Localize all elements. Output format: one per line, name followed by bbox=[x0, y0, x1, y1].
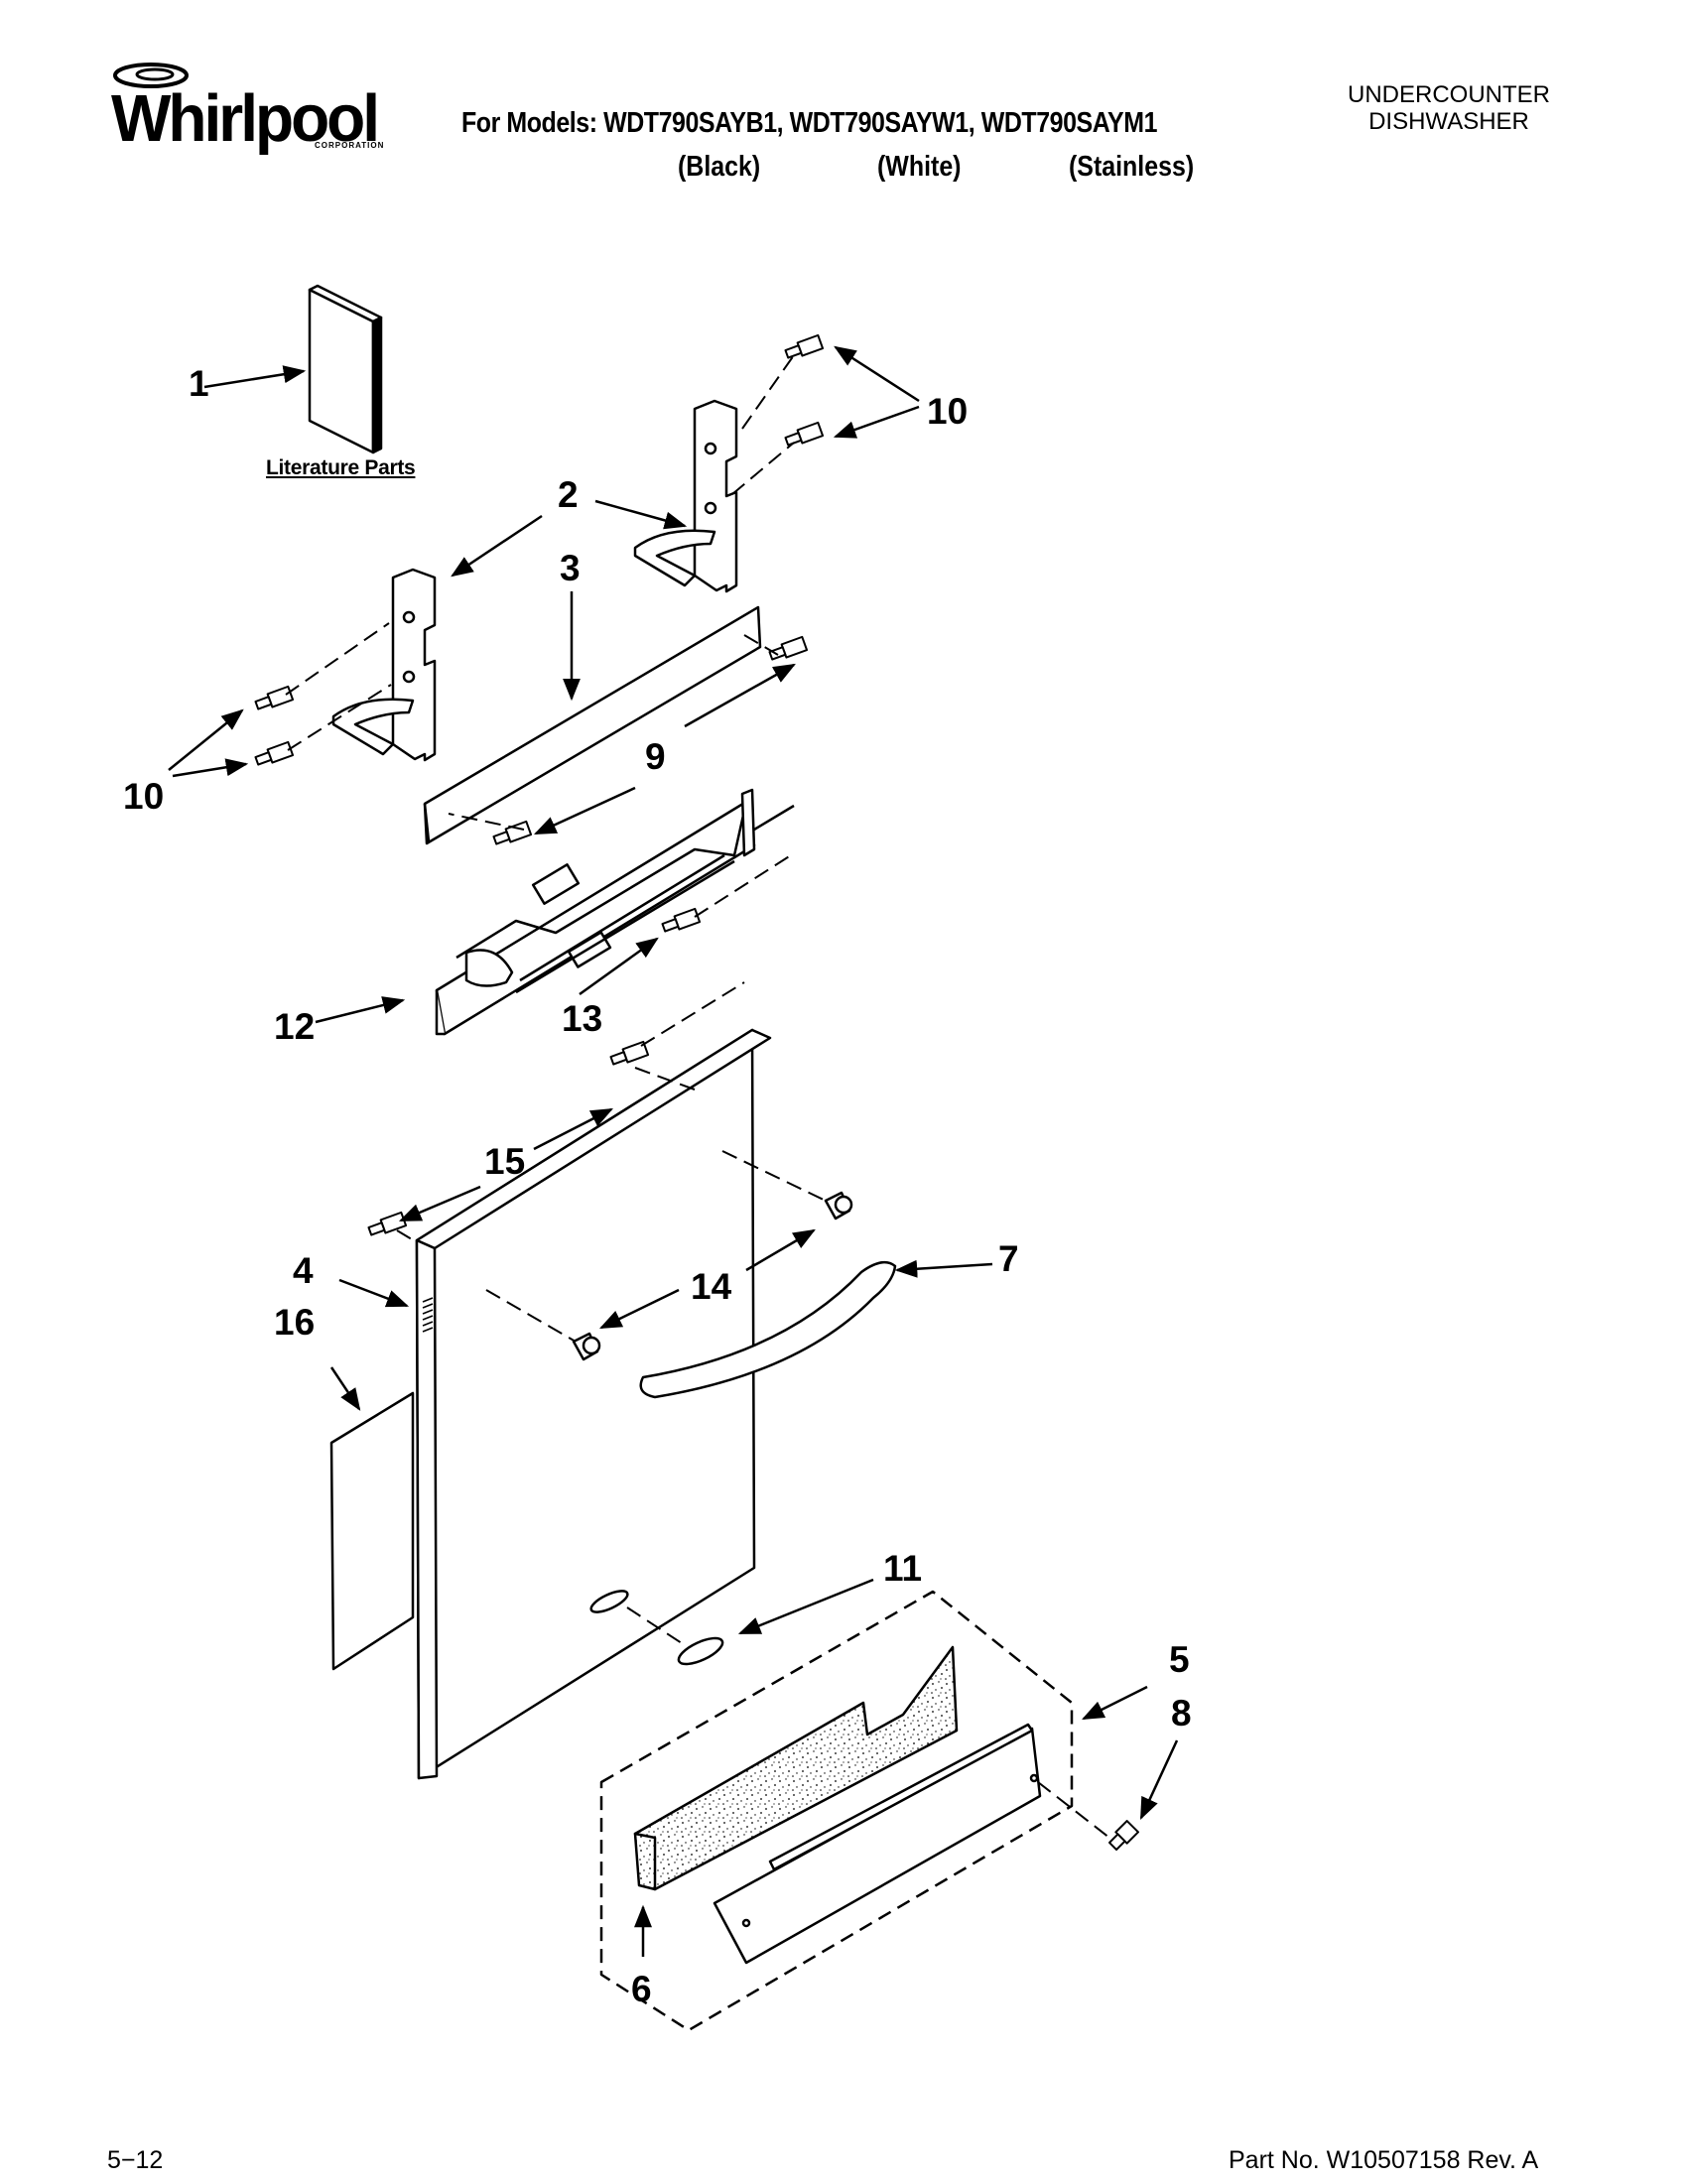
door-bracket-left bbox=[331, 568, 437, 762]
callout-10-top: 10 bbox=[927, 391, 969, 432]
finish-black: (Black) bbox=[678, 151, 761, 183]
logo-swirl-icon bbox=[113, 63, 189, 88]
finish-white: (White) bbox=[877, 151, 962, 183]
handle-caps bbox=[572, 1191, 853, 1361]
callout-7: 7 bbox=[998, 1238, 1019, 1279]
callout-10-left: 10 bbox=[123, 776, 165, 817]
callout-15: 15 bbox=[484, 1141, 526, 1182]
gasket bbox=[677, 1636, 724, 1666]
brand-name: Whirlpool bbox=[111, 80, 380, 156]
part-number: Part No. W10507158 Rev. A bbox=[1229, 2146, 1539, 2174]
callout-8: 8 bbox=[1171, 1693, 1192, 1734]
callout-12: 12 bbox=[274, 1006, 316, 1047]
callout-11: 11 bbox=[883, 1548, 923, 1589]
toe-panel-metal bbox=[713, 1723, 1042, 1965]
doc-type-line1: UNDERCOUNTER bbox=[1348, 81, 1550, 108]
literature-parts-label: Literature Parts bbox=[266, 456, 416, 479]
toe-panel-box bbox=[599, 1590, 1074, 2032]
callout-16: 16 bbox=[274, 1302, 316, 1343]
callout-5: 5 bbox=[1169, 1639, 1190, 1680]
models-list: WDT790SAYB1, WDT790SAYW1, WDT790SAYM1 bbox=[603, 107, 1158, 139]
callout-9: 9 bbox=[645, 736, 666, 777]
callout-1: 1 bbox=[189, 363, 209, 404]
callout-6: 6 bbox=[631, 1969, 652, 2009]
finish-stainless: (Stainless) bbox=[1069, 151, 1195, 183]
callout-4: 4 bbox=[293, 1250, 314, 1291]
brand-corporation: CORPORATION bbox=[315, 141, 385, 150]
door-handle bbox=[639, 1260, 897, 1399]
models-prefix: For Models: bbox=[461, 107, 597, 139]
callout-14: 14 bbox=[691, 1266, 732, 1307]
door-bracket-right bbox=[633, 399, 738, 593]
callout-2: 2 bbox=[558, 474, 579, 515]
page-number: 5−12 bbox=[107, 2146, 164, 2174]
doc-type-line2: DISHWASHER bbox=[1368, 108, 1529, 135]
shield-panel bbox=[423, 605, 762, 845]
literature-booklet-icon bbox=[308, 284, 383, 454]
insulation-pad bbox=[633, 1645, 959, 1891]
callout-13: 13 bbox=[562, 998, 603, 1039]
models-line: For Models: WDT790SAYB1, WDT790SAYW1, WD… bbox=[461, 107, 1157, 140]
callout-3: 3 bbox=[560, 548, 581, 588]
document-type: UNDERCOUNTER DISHWASHER bbox=[1290, 81, 1608, 135]
console-assembly bbox=[435, 788, 795, 1036]
whirlpool-logo: Whirlpool CORPORATION bbox=[111, 60, 383, 159]
insulation-sheet bbox=[329, 1391, 415, 1671]
outer-door-panel bbox=[415, 1028, 772, 1780]
